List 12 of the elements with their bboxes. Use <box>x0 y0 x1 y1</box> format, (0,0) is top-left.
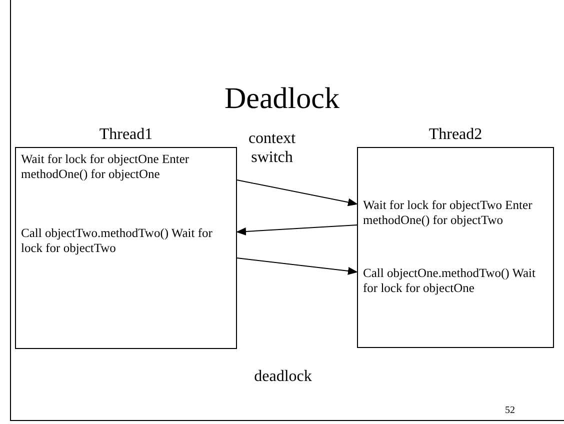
arrow <box>236 180 358 206</box>
thread-label: Thread2 <box>428 125 484 145</box>
step-text: Call objectOne.methodTwo() Wait for lock for objectOne <box>358 266 553 300</box>
step-text: Wait for lock for objectTwo Enter methodOne() for objectTwo <box>358 198 553 230</box>
note: deadlock <box>253 367 313 386</box>
arrow <box>236 258 358 275</box>
thread-label: Thread1 <box>98 125 154 145</box>
step-text: Call objectTwo.methodTwo() Wait for lock for objectTwo <box>16 226 236 260</box>
step-text: Wait for lock for objectOne Enter methodOne() for objectOne <box>16 152 236 184</box>
page-number: 52 <box>504 405 516 417</box>
title: Deadlock <box>224 82 340 116</box>
arrow <box>236 224 358 236</box>
